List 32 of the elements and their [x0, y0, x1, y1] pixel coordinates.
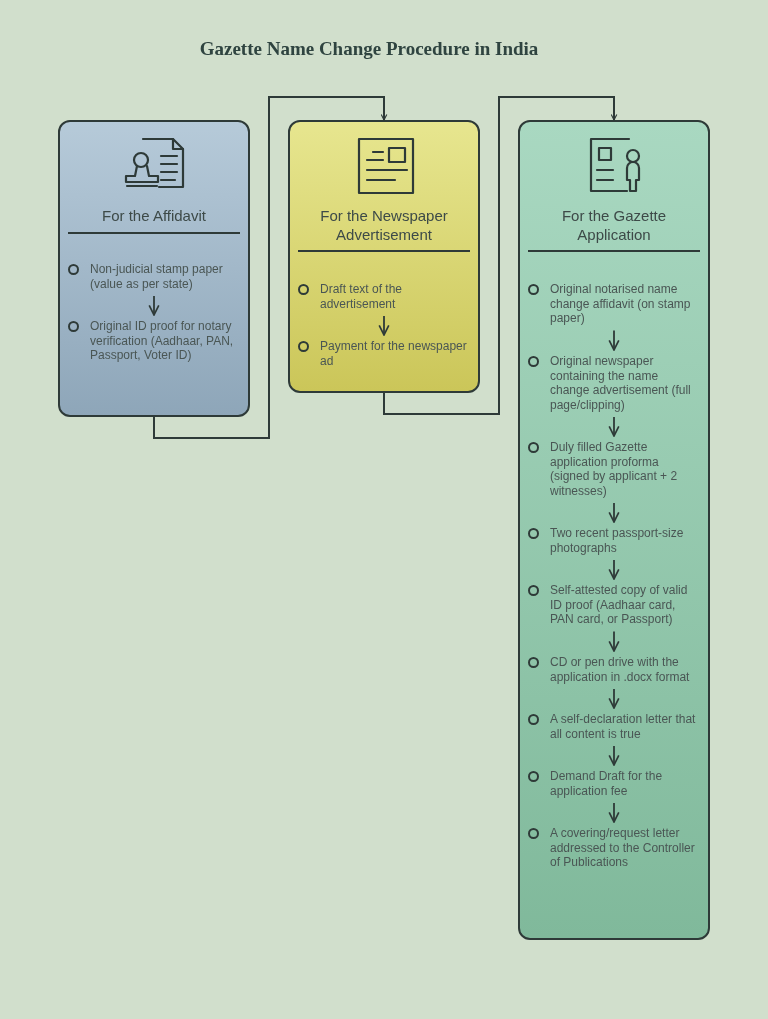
list-item-text: Original notarised name change affidavit (on stamp paper) [550, 282, 692, 326]
list-item-text: Draft text of the advertisement [320, 282, 404, 311]
down-arrow [148, 295, 160, 316]
down-arrow [608, 630, 620, 652]
column-heading: For the Newspaper Advertisement [319, 206, 449, 244]
down-arrow [608, 502, 620, 523]
list-item-text: A covering/request letter addressed to the Controller of Publications [550, 826, 696, 870]
diagram-title: Gazette Name Change Procedure in India [198, 38, 540, 60]
category-card [288, 120, 480, 393]
down-arrow [378, 315, 390, 336]
list-item-text: Two recent passport-size photographs [550, 526, 685, 555]
down-arrow [608, 745, 620, 766]
list-item-text: Self-attested copy of valid ID proof (Aadhaar card, PAN card, or Passport) [550, 583, 689, 627]
list-item-text: A self-declaration letter that all content is true [550, 712, 697, 741]
list-item-text: CD or pen drive with the application in .docx format [550, 655, 691, 684]
list-item-text: Payment for the newspaper ad [320, 339, 468, 368]
down-arrow [608, 802, 620, 823]
column-heading: For the Affidavit [101, 206, 207, 225]
down-arrow [608, 688, 620, 709]
down-arrow [608, 329, 620, 351]
list-item-text: Original newspaper containing the name change advertisement (full page/clipping) [550, 354, 692, 412]
down-arrow [608, 416, 620, 437]
down-arrow [608, 559, 620, 580]
list-item-text: Original ID proof for notary verification (Aadhaar, PAN, Passport, Voter ID) [90, 319, 235, 363]
column-heading: For the Gazette Application [560, 206, 668, 244]
list-item-text: Demand Draft for the application fee [550, 769, 664, 798]
list-item-text: Duly filled Gazette application proforma (signed by applicant + 2 witnesses) [550, 440, 679, 498]
list-item-text: Non-judicial stamp paper (value as per state) [90, 262, 224, 291]
category-card [518, 120, 710, 940]
connector-arrow [153, 96, 388, 439]
connector-arrow [383, 96, 618, 415]
category-card [58, 120, 250, 417]
